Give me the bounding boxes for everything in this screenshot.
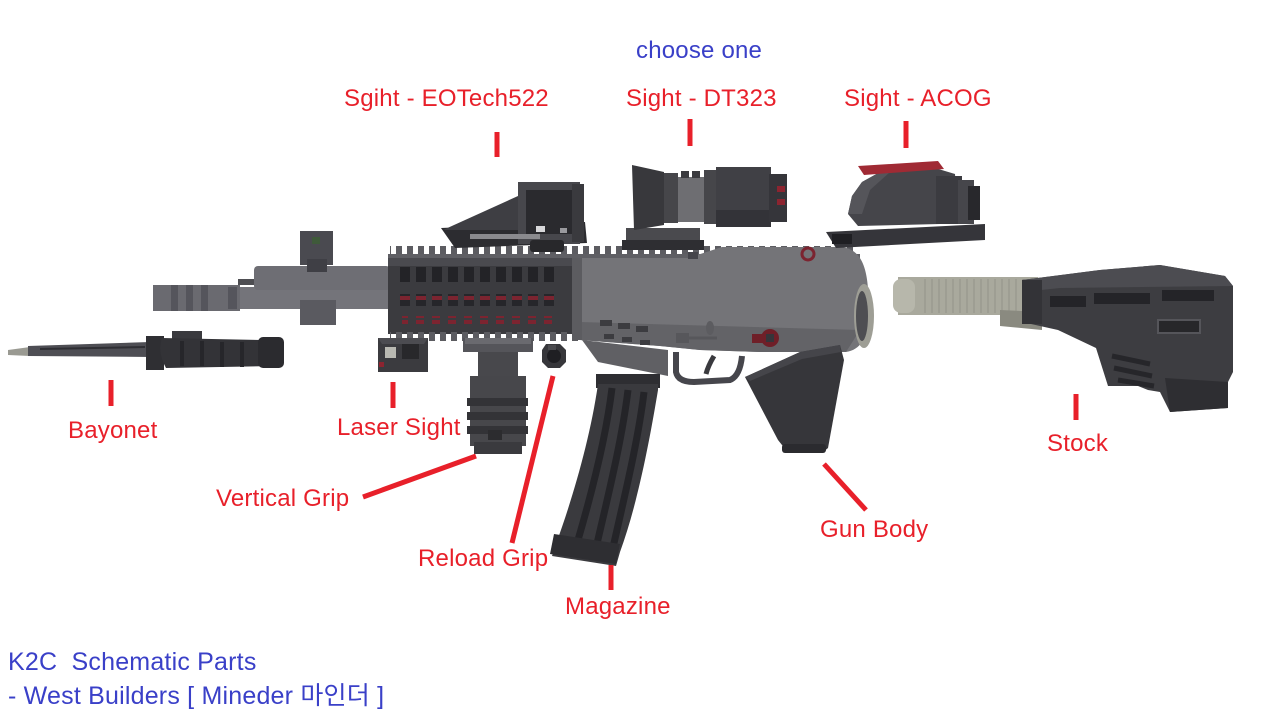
magwell: [582, 340, 668, 376]
bayonet-tip: [8, 347, 30, 356]
muzzle: [153, 285, 240, 311]
label-stock: Stock: [1047, 430, 1109, 457]
magazine-part: [550, 374, 660, 566]
dt323-objective: [632, 165, 664, 230]
rear-sight-detail: [800, 246, 816, 262]
mag-ridges: [574, 387, 648, 553]
trigger-guard: [673, 352, 745, 386]
acog-base: [826, 224, 985, 248]
label-laser-sight: Laser Sight: [337, 414, 461, 441]
dt323-tube: [678, 177, 704, 222]
handguard-part: [388, 246, 860, 341]
choose-one-label: choose one: [636, 37, 763, 64]
handguard-bottom-teeth: [390, 332, 578, 341]
dt323-mount: [626, 228, 700, 240]
top-rail-teeth: [390, 246, 858, 255]
laser-sight-part: [378, 338, 428, 372]
pointer-line-gunbody: [822, 462, 868, 512]
label-sight-dt323: Sight - DT323: [626, 85, 777, 112]
acog-sight-part: [826, 161, 985, 248]
butt-pad: [1165, 378, 1228, 412]
label-sight-acog: Sight - ACOG: [844, 85, 992, 112]
label-bayonet: Bayonet: [68, 417, 158, 444]
mag-floor: [550, 534, 620, 564]
bayonet-part: [8, 331, 284, 370]
trigger: [703, 354, 717, 375]
eotech-ramp: [443, 196, 536, 230]
gas-block: [254, 266, 390, 290]
front-sight-lug: [300, 300, 336, 325]
dt323-rear-cap: [769, 174, 787, 222]
vertical-grip-part: [463, 338, 533, 454]
pointer-line-reload: [509, 375, 556, 544]
bayonet-guard: [146, 336, 164, 370]
barrel-part: [153, 231, 395, 325]
label-gun-body: Gun Body: [820, 516, 929, 543]
mag-body: [552, 384, 658, 566]
annotation-lines: [108, 119, 1079, 590]
stock-part: [893, 265, 1233, 412]
acog-fiber-stripe: [858, 161, 944, 175]
sling-slot: [1157, 319, 1201, 334]
receiver-part: [572, 246, 874, 453]
label-sight-eotech: Sgiht - EOTech522: [344, 85, 549, 112]
stock-slots: [1050, 290, 1214, 307]
acog-eyepiece: [936, 176, 962, 224]
footer-subtitle: - West Builders [ Mineder 마인더 ]: [8, 682, 385, 710]
reload-grip-part: [542, 344, 566, 368]
dt323-sight-part: [622, 165, 787, 250]
label-vertical-grip: Vertical Grip: [216, 485, 350, 512]
cheek-ribs: [1111, 353, 1155, 389]
label-reload-grip: Reload Grip: [418, 545, 549, 572]
label-magazine: Magazine: [565, 593, 671, 620]
bayonet-pommel: [258, 337, 284, 368]
footer-title: K2C Schematic Parts: [8, 648, 257, 676]
pointer-line-vgrip: [362, 453, 477, 500]
bayonet-blade: [28, 342, 152, 357]
eotech-sight-part: [441, 182, 587, 252]
